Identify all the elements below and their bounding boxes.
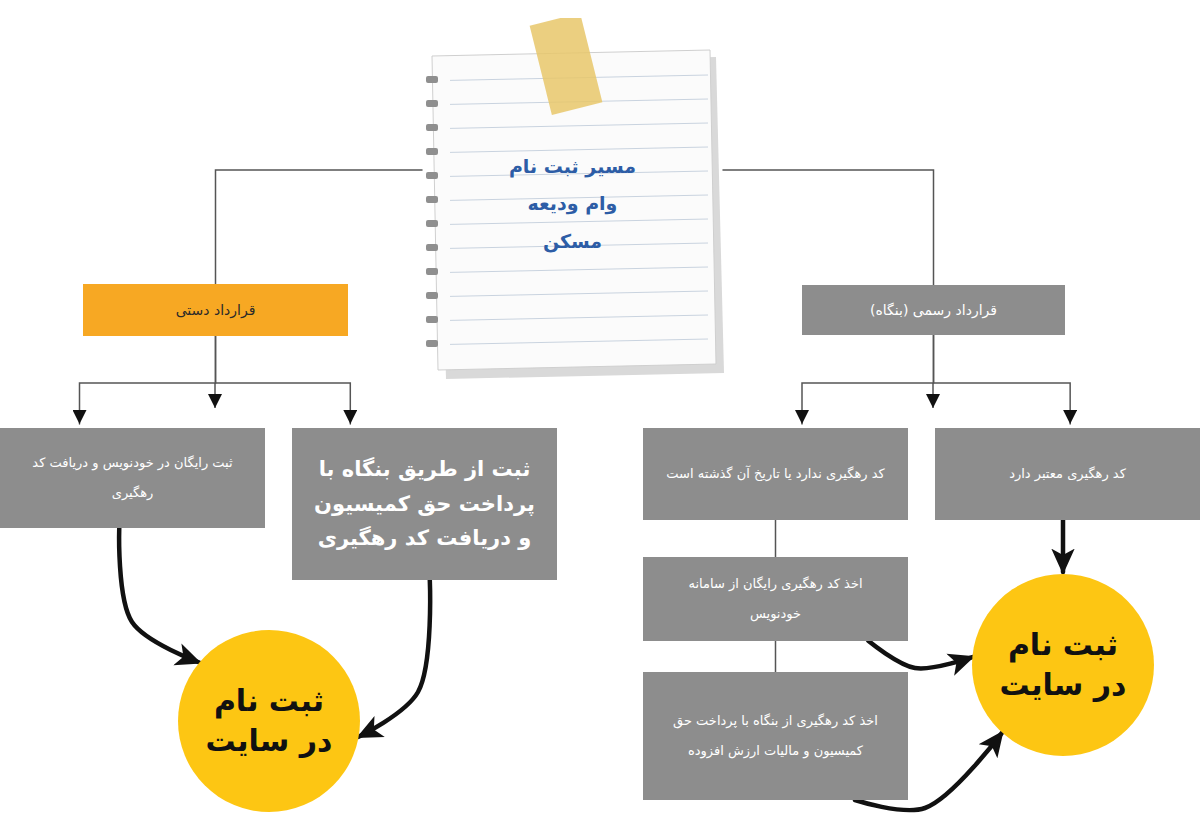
branch-box: قرارداد رسمی (بنگاه)	[802, 285, 1065, 335]
connector	[1061, 520, 1066, 572]
connector	[802, 335, 934, 424]
node-text: اخذ کد رهگیری از بنگاه با پرداخت حق کمیس…	[661, 706, 890, 766]
process-box: ثبت از طریق بنگاه با پرداخت حق کمیسیون و…	[292, 428, 557, 580]
condition-box: کد رهگیری معتبر دارد	[935, 428, 1200, 520]
middle-stub-arrows	[215, 383, 933, 408]
connector	[775, 641, 777, 672]
node-text: قرارداد دستی	[176, 302, 256, 318]
node-text: کد رهگیری معتبر دارد	[1009, 459, 1126, 489]
connector	[216, 336, 351, 424]
connector	[119, 528, 199, 663]
node-text: ثبت رایگان در خودنویس و دریافت کد رهگیری	[18, 448, 247, 508]
connector	[359, 580, 431, 737]
branch-box: قرارداد دستی	[83, 284, 348, 336]
goal-circle: ثبت نام در سایت	[178, 630, 360, 812]
connector	[216, 170, 423, 284]
node-text: ثبت نام در سایت	[198, 681, 340, 762]
node-text: اخذ کد رهگیری رایگان از سامانه خودنویس	[661, 569, 890, 629]
connector	[868, 641, 972, 669]
connector	[934, 335, 1071, 424]
connector	[775, 520, 777, 557]
node-text: قرارداد رسمی (بنگاه)	[870, 302, 997, 318]
node-text: مسیر ثبت نام وام ودیعه مسکن	[498, 148, 648, 259]
connector	[723, 170, 934, 285]
node-text: ثبت از طریق بنگاه با پرداخت حق کمیسیون و…	[312, 452, 537, 556]
condition-box: کد رهگیری ندارد یا تاریخ آن گذشته است	[643, 428, 908, 520]
stub-arrow	[214, 383, 216, 408]
process-box: اخذ کد رهگیری از بنگاه با پرداخت حق کمیس…	[643, 672, 908, 800]
connector	[80, 336, 216, 424]
note-paper: مسیر ثبت نام وام ودیعه مسکن	[420, 18, 725, 380]
process-box: ثبت رایگان در خودنویس و دریافت کد رهگیری	[0, 428, 265, 528]
node-text: ثبت نام در سایت	[992, 625, 1134, 706]
stub-arrow	[932, 383, 934, 408]
goal-circle: ثبت نام در سایت	[972, 574, 1154, 756]
process-box: اخذ کد رهگیری رایگان از سامانه خودنویس	[643, 557, 908, 641]
node-text: کد رهگیری ندارد یا تاریخ آن گذشته است	[666, 459, 884, 489]
